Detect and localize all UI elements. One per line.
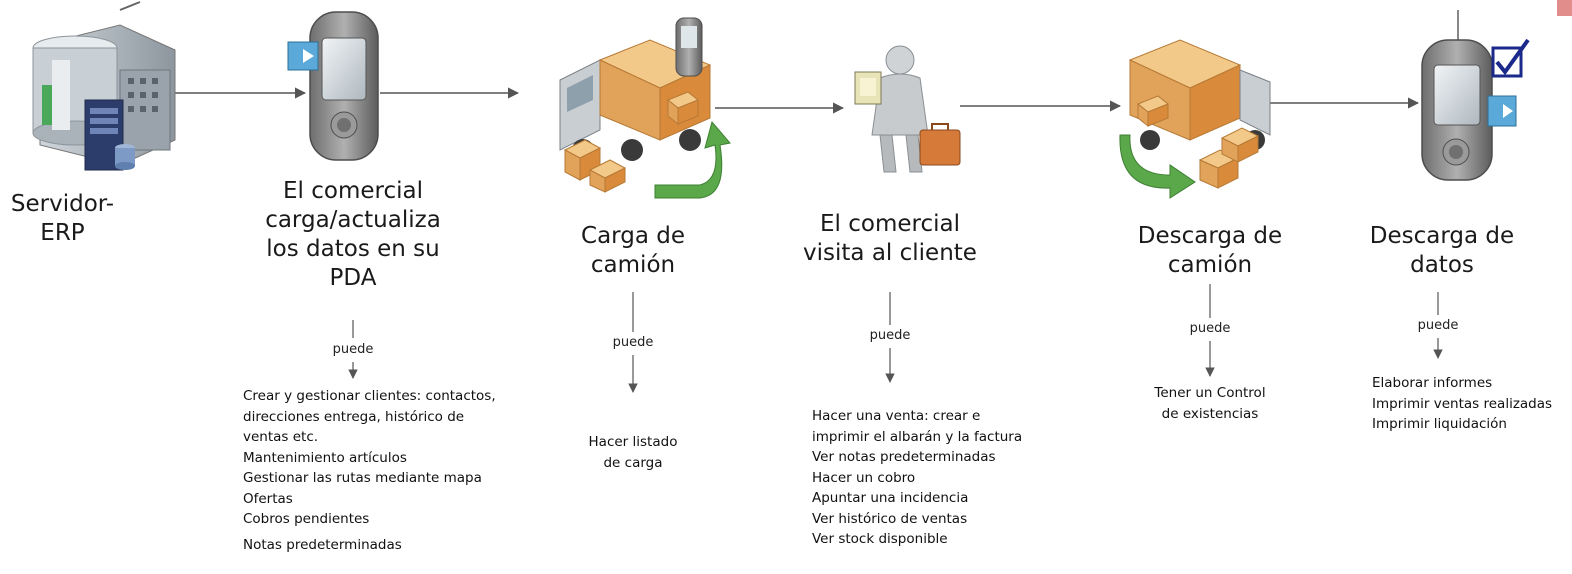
list-item: Notas predeterminadas <box>243 536 402 553</box>
pda-download-icon <box>1421 39 1517 181</box>
connector-label-truck-unload: puede <box>1189 321 1231 336</box>
list-item: ventas etc. <box>243 429 319 445</box>
pda-sync-icon <box>287 11 379 161</box>
capabilities-truck-unload: Tener un Control de existencias <box>1130 383 1290 424</box>
list-item: imprimir el albarán y la factura <box>812 428 1023 445</box>
list-item: Tener un Control <box>1154 385 1266 401</box>
erp-server-icon <box>32 1 176 171</box>
step-title-erp: Servidor- ERP <box>10 191 115 246</box>
list-item: Elaborar informes <box>1372 375 1493 391</box>
connector-label-data-unload: puede <box>1417 318 1459 333</box>
connector-label-truck-load: puede <box>612 335 654 350</box>
list-item: Ver notas predeterminadas <box>812 449 996 465</box>
list-item: Ofertas <box>243 490 293 507</box>
capabilities-pda-load: Crear y gestionar clientes: contactos, d… <box>243 386 496 555</box>
list-item: Ver histórico de ventas <box>812 510 968 527</box>
corner-logo-icon <box>1557 0 1572 16</box>
list-item: Cobros pendientes <box>243 511 370 527</box>
list-item: Hacer una venta: crear e <box>812 408 981 424</box>
list-item: Imprimir liquidación <box>1372 416 1507 432</box>
truck-load-icon <box>559 17 731 199</box>
list-item: Ver stock disponible <box>812 531 948 547</box>
connector-label-visit: puede <box>869 328 911 343</box>
step-connectors <box>348 284 1443 393</box>
list-item: Crear y gestionar clientes: contactos, <box>243 388 496 404</box>
connector-label-pda-load: puede <box>332 342 374 357</box>
step-title-visit: El comercial visita al cliente <box>803 211 977 266</box>
flow-arrows <box>170 10 1459 114</box>
truck-unload-icon <box>1119 39 1271 199</box>
list-item: Apuntar una incidencia <box>812 490 969 506</box>
checkbox-icon <box>1491 38 1530 78</box>
capabilities-visit: Hacer una venta: crear e imprimir el alb… <box>812 406 1022 550</box>
capabilities-truck-load: Hacer listado de carga <box>563 432 703 473</box>
list-item: Hacer listado <box>588 434 678 450</box>
list-item: Imprimir ventas realizadas <box>1372 395 1553 412</box>
step-title-truck-unload: Descarga de camión <box>1137 223 1283 278</box>
list-item: de carga <box>603 454 663 471</box>
step-title-pda-load: El comercial carga/actualiza los datos e… <box>265 178 441 291</box>
list-item: Hacer un cobro <box>812 469 916 486</box>
step-title-data-unload: Descarga de datos <box>1369 223 1515 278</box>
list-item: direcciones entrega, histórico de <box>243 408 465 425</box>
step-title-truck-load: Carga de camión <box>581 223 685 278</box>
salesperson-icon <box>854 45 961 173</box>
list-item: Mantenimiento artículos <box>243 449 407 466</box>
capabilities-data-unload: Elaborar informes Imprimir ventas realiz… <box>1372 373 1572 435</box>
list-item: de existencias <box>1161 405 1259 422</box>
list-item: Gestionar las rutas mediante mapa <box>243 470 482 486</box>
